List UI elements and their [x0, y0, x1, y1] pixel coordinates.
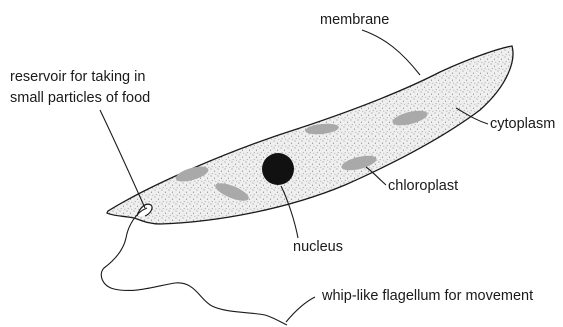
cell-membrane: [107, 46, 513, 224]
flagellum-leader: [286, 297, 315, 322]
chloroplast-label: chloroplast: [388, 178, 458, 194]
reservoir-label-line2: small particles of food: [10, 90, 150, 106]
nucleus-label: nucleus: [293, 239, 343, 255]
membrane-leader: [362, 30, 420, 75]
flagellum-label: whip-like flagellum for movement: [321, 288, 533, 304]
reservoir-leader: [100, 110, 145, 208]
membrane-label: membrane: [320, 12, 389, 28]
reservoir-label-line1: reservoir for taking in: [10, 69, 145, 85]
nucleus: [262, 153, 294, 185]
cytoplasm-label: cytoplasm: [490, 116, 555, 132]
flagellum: [101, 208, 287, 325]
